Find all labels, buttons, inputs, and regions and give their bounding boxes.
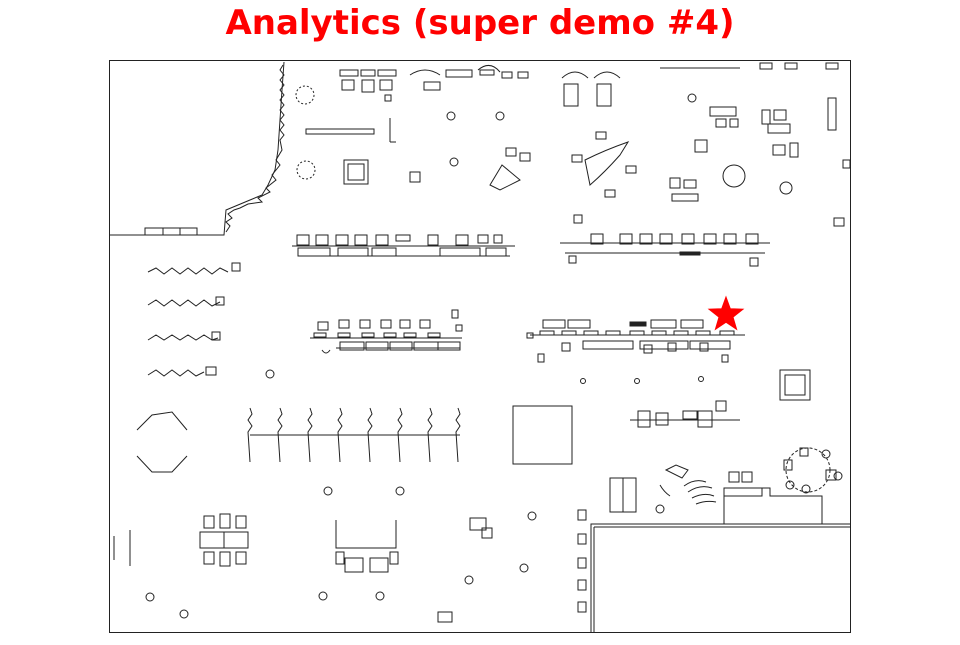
wall-zigzag: [225, 64, 285, 233]
stanchions-left: [147, 262, 241, 377]
bench-left: [144, 227, 198, 236]
stands-x: [136, 411, 188, 473]
workstation-row-3: [310, 309, 463, 354]
round-tables: [145, 85, 793, 619]
top-furniture: [305, 62, 839, 143]
lounge-top-center: [343, 97, 851, 227]
page-title: Analytics (super demo #4): [225, 3, 735, 43]
workstation-row-4: [526, 319, 745, 363]
wall-jagged: [109, 61, 285, 236]
desks-right-mid: [609, 369, 843, 525]
map-border: [109, 60, 851, 633]
center-column: [512, 405, 573, 465]
workstation-row-1: [292, 234, 515, 257]
star-icon[interactable]: [707, 295, 745, 331]
workstation-row-2: [560, 214, 770, 267]
bottom-left-furniture: [113, 509, 587, 623]
partition-grid: [247, 407, 461, 463]
